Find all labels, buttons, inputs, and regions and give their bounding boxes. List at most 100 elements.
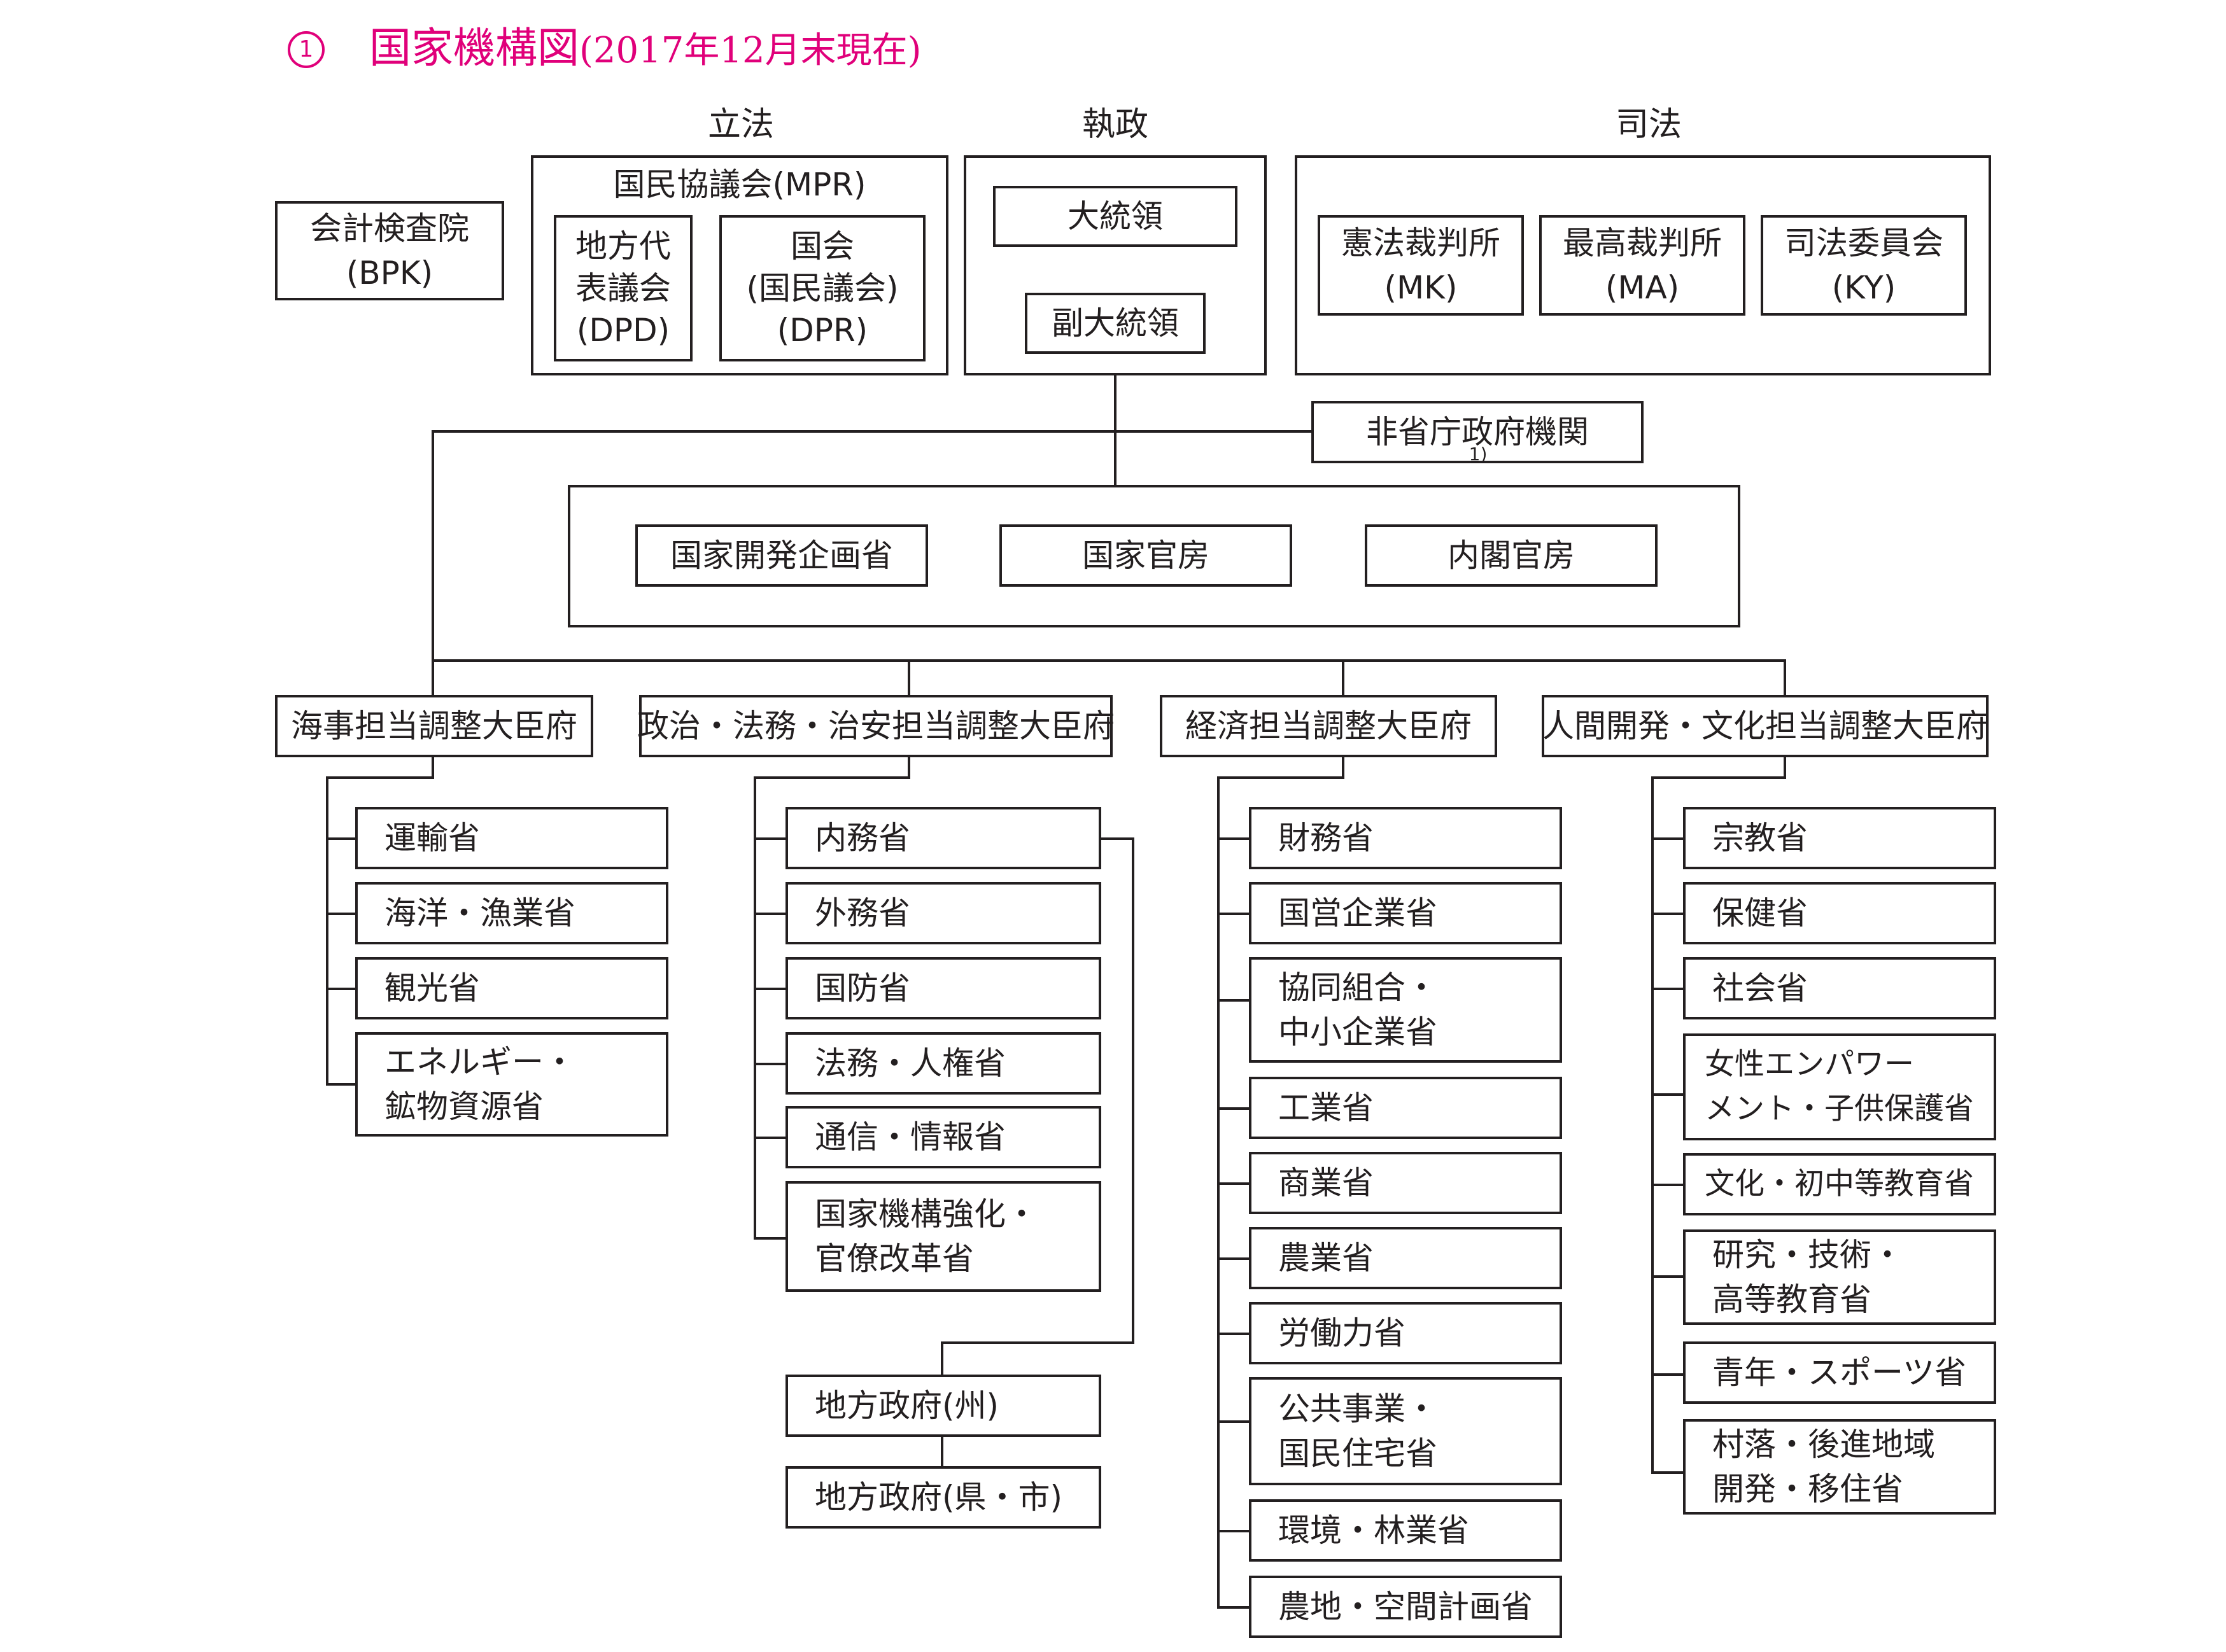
ministry-box: 公共事業・ 国民住宅省 [1249,1377,1562,1485]
ministry-label: 村落・後進地域 [1712,1426,1935,1463]
branch-tick [1217,1182,1250,1185]
coordinating-label: 政治・法務・治安担当調整大臣府 [637,708,1115,745]
coordinating-ministry-political: 政治・法務・治安担当調整大臣府 [637,695,1115,757]
branch-tick [1217,913,1250,915]
branch-tick [326,988,356,990]
non-ministerial-label: 非省庁政府機関 [1366,414,1589,451]
branch-tick [326,1083,356,1086]
ministry-box: 運輸省 [355,807,668,869]
ministry-label: 公共事業・ [1278,1390,1437,1427]
coordinating-bus [432,659,1786,662]
branch-executive: 執政 [1081,106,1148,144]
ministry-label: 労働力省 [1278,1315,1405,1352]
judicial-frame [1295,155,1991,375]
branch-tick [754,837,787,840]
ministry-label: 運輸省 [384,820,480,857]
branch-tick [326,837,356,840]
ministry-box: 農地・空間計画省 [1249,1576,1562,1638]
ministry-box: 村落・後進地域 開発・移住省 [1683,1419,1996,1515]
coordinating-label: 人間開発・文化担当調整大臣府 [1542,708,1988,745]
central-agency-box: 国家官房 [999,524,1292,587]
ministry-label: 高等教育省 [1712,1281,1871,1318]
ministry-label: 中小企業省 [1278,1014,1437,1051]
ministry-label: 社会省 [1712,970,1808,1007]
dpd-line: (DPD) [576,312,670,349]
local-government-label: 地方政府(州) [815,1387,999,1424]
dpr-line: 国会 [791,228,854,265]
ministry-label: 環境・林業省 [1278,1512,1469,1549]
branch-tick [754,913,787,915]
ministry-label: 法務・人権省 [815,1045,1006,1082]
col4-spine [1651,776,1654,1474]
col3-connector [1217,776,1344,779]
coordinating-label: 海事担当調整大臣府 [291,708,577,745]
branch-tick [1651,988,1684,990]
ministry-label: 保健省 [1712,895,1808,932]
title-number-badge: 1 [288,31,325,68]
ministry-label: メント・子供保護省 [1705,1091,1974,1126]
ministry-box: 商業省 [1249,1152,1562,1214]
branch-legislative: 立法 [707,106,774,144]
coordinating-ministry-human-development: 人間開発・文化担当調整大臣府 [1542,695,1989,757]
ministry-label: 工業省 [1278,1089,1374,1126]
ministry-box: 財務省 [1249,807,1562,869]
ky-abbr: (KY) [1831,269,1896,306]
ministry-box: 女性エンパワー メント・子供保護省 [1683,1033,1996,1140]
branch-tick [1651,837,1684,840]
local-gov-connector [1100,837,1134,840]
ministry-label: エネルギー・ [384,1044,575,1081]
ministry-label: 宗教省 [1712,820,1808,857]
coordinating-ministry-maritime: 海事担当調整大臣府 [275,695,593,757]
col2-spine [754,776,756,1240]
dpd-line: 地方代 [575,228,671,265]
ministry-label: 開発・移住省 [1712,1471,1903,1508]
president-label: 大統領 [1067,198,1163,235]
col2-connector [754,776,910,779]
col4-connector [1784,756,1786,779]
ministry-label: 観光省 [384,970,480,1007]
ministry-box: 環境・林業省 [1249,1499,1562,1562]
local-government-regency-box: 地方政府(県・市) [785,1466,1101,1529]
bpk-box: 会計検査院 (BPK) [275,201,504,300]
ministry-label: 国営企業省 [1278,895,1437,932]
branch-tick [754,1063,787,1065]
bus-drop [1784,659,1786,696]
left-branch-connector [432,430,1115,433]
central-agency-label: 内閣官房 [1448,537,1575,574]
ministry-label: 外務省 [815,895,910,932]
title-text: 国家機構図(2017年12月末現在) [369,23,921,76]
ky-name: 司法委員会 [1784,225,1943,262]
branch-tick [1651,1275,1684,1278]
branch-tick [754,1237,787,1240]
ministry-label: 文化・初中等教育省 [1705,1166,1974,1201]
local-government-province-box: 地方政府(州) [785,1375,1101,1437]
col3-spine [1217,776,1220,1609]
dpd-line: 表議会 [575,270,671,307]
mk-box: 憲法裁判所 (MK) [1318,215,1524,316]
vice-president-box: 副大統領 [1025,293,1206,354]
branch-tick [1217,1107,1250,1110]
left-branch-drop [432,430,434,696]
ministry-label: 海洋・漁業省 [384,895,575,932]
central-agencies-frame [568,485,1740,627]
bus-drop [908,659,910,696]
ministry-label: 女性エンパワー [1705,1047,1914,1082]
branch-tick [1651,1471,1684,1474]
ministry-label: 農業省 [1278,1240,1374,1277]
ministry-label: 国民住宅省 [1278,1435,1437,1472]
ministry-box: 国営企業省 [1249,882,1562,944]
ministry-box: 文化・初中等教育省 [1683,1153,1996,1215]
ministry-box: 内務省 [785,807,1101,869]
bpk-abbr: (BPK) [346,255,433,291]
ma-box: 最高裁判所 (MA) [1539,215,1745,316]
col4-connector [1651,776,1786,779]
branch-tick [754,1137,787,1139]
ministry-box: 研究・技術・ 高等教育省 [1683,1229,1996,1325]
dpr-box: 国会 (国民議会) (DPR) [719,215,926,361]
mpr-frame [531,155,948,375]
branch-tick [1217,1257,1250,1260]
branch-tick [1217,1606,1250,1609]
ministry-label: 商業省 [1278,1165,1374,1201]
